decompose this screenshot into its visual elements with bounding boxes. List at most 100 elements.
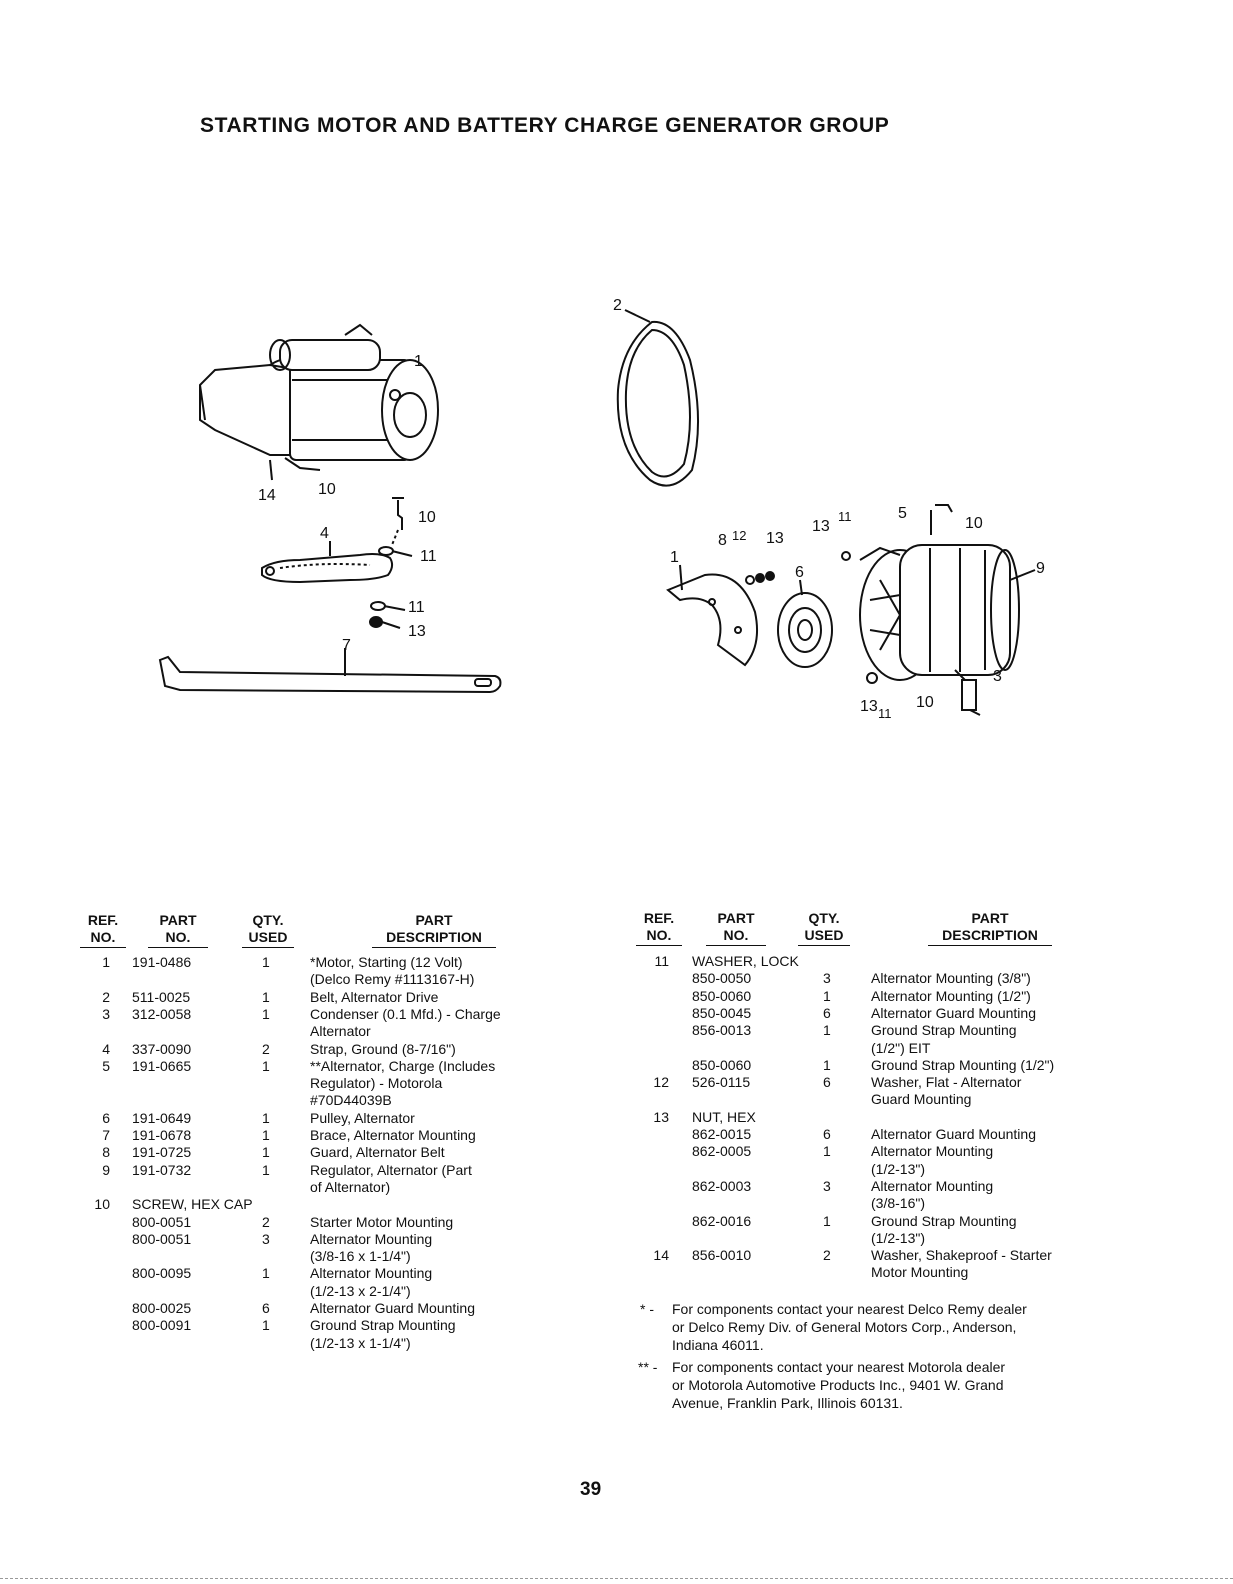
part-no-cell: 850-0050 — [692, 970, 752, 987]
svg-text:11: 11 — [838, 509, 852, 524]
qty-cell: 1 — [262, 1109, 270, 1126]
description-cell: Alternator Mounting — [310, 1265, 433, 1282]
qty-cell: 6 — [823, 1074, 831, 1091]
description-cell: #70D44039B — [310, 1092, 392, 1109]
footnote-line: For components contact your nearest Delc… — [672, 1301, 1027, 1317]
part-no-cell: 191-0732 — [132, 1161, 192, 1178]
footnote-line: or Motorola Automotive Products Inc., 94… — [672, 1377, 1004, 1393]
description-cell: (Delco Remy #1113167-H) — [310, 971, 475, 988]
description-cell: Washer, Shakeproof - Starter — [871, 1247, 1052, 1264]
part-no-cell: 856-0010 — [692, 1247, 752, 1264]
svg-text:12: 12 — [732, 528, 746, 543]
qty-cell: 1 — [262, 954, 270, 970]
qty-cell: 1 — [823, 1143, 831, 1160]
description-cell: **Alternator, Charge (Includes — [310, 1057, 496, 1074]
footnote-mark: * - — [640, 1301, 654, 1317]
description-cell: Strap, Ground (8-7/16") — [310, 1040, 456, 1057]
footnote-line: Indiana 46011. — [672, 1337, 764, 1353]
svg-text:13: 13 — [812, 518, 830, 535]
description-cell: (1/2-13 x 1-1/4") — [310, 1334, 411, 1351]
svg-text:13: 13 — [408, 623, 426, 640]
qty-cell: 1 — [262, 1317, 270, 1334]
description-cell: (1/2") EIT — [871, 1039, 931, 1056]
part-no-cell: 191-0486 — [132, 954, 192, 970]
header-qty-used-right: QTY.USED — [798, 910, 850, 946]
description-cell: Regulator, Alternator (Part — [310, 1161, 472, 1178]
svg-text:13: 13 — [766, 530, 784, 547]
qty-cell: 1 — [262, 1127, 270, 1143]
svg-text:1: 1 — [414, 353, 423, 370]
exploded-parts-diagram: 1 14 10 10 4 11 11 13 7 2 8 12 13 13 11 … — [158, 297, 1045, 721]
qty-cell: 1 — [823, 987, 831, 1004]
part-no-cell: 862-0005 — [692, 1143, 752, 1160]
part-no-cell: SCREW, HEX CAP — [132, 1196, 253, 1213]
description-cell: Pulley, Alternator — [310, 1109, 415, 1126]
description-cell: *Motor, Starting (12 Volt) — [310, 954, 463, 970]
qty-cell: 1 — [262, 1265, 270, 1282]
footnote-line: For components contact your nearest Moto… — [672, 1359, 1006, 1375]
description-cell: Alternator Guard Mounting — [871, 1004, 1036, 1021]
svg-text:6: 6 — [795, 564, 804, 581]
svg-text:10: 10 — [418, 509, 436, 526]
qty-cell: 6 — [823, 1126, 831, 1142]
part-no-cell: 800-0051 — [132, 1230, 192, 1247]
description-cell: Ground Strap Mounting — [871, 1212, 1017, 1229]
svg-text:8: 8 — [718, 532, 727, 549]
svg-text:10: 10 — [916, 694, 934, 711]
part-no-cell: 856-0013 — [692, 1022, 752, 1039]
part-no-cell: 800-0095 — [132, 1265, 192, 1282]
qty-cell: 3 — [823, 1177, 831, 1194]
ref-cell: 2 — [102, 988, 110, 1005]
page-title: STARTING MOTOR AND BATTERY CHARGE GENERA… — [200, 114, 890, 137]
ref-cell: 1 — [102, 954, 110, 970]
ref-cell: 7 — [102, 1127, 110, 1143]
ref-cell: 4 — [102, 1040, 110, 1057]
svg-text:10: 10 — [318, 481, 336, 498]
part-no-cell: WASHER, LOCK — [692, 953, 799, 969]
starting-motor-illustration — [199, 323, 439, 481]
svg-text:3: 3 — [993, 668, 1002, 685]
qty-cell: 1 — [262, 1144, 270, 1161]
page-number: 39 — [580, 1479, 602, 1500]
part-no-cell: 850-0060 — [692, 1056, 752, 1073]
description-cell: Condenser (0.1 Mfd.) - Charge — [310, 1005, 501, 1022]
ref-cell: 13 — [653, 1108, 669, 1125]
part-no-cell: 511-0025 — [132, 988, 191, 1005]
qty-cell: 6 — [823, 1004, 831, 1021]
description-cell: Brace, Alternator Mounting — [310, 1127, 476, 1143]
description-cell: Alternator Mounting — [871, 1177, 994, 1194]
ref-cell: 12 — [653, 1074, 669, 1091]
qty-cell: 3 — [262, 1230, 270, 1247]
header-qty-used: QTY.USED — [242, 912, 294, 948]
svg-text:2: 2 — [613, 297, 622, 314]
ref-cell: 14 — [653, 1247, 669, 1264]
part-no-cell: 862-0003 — [692, 1177, 752, 1194]
description-cell: Washer, Flat - Alternator — [871, 1074, 1022, 1091]
brace-illustration — [158, 648, 502, 694]
qty-cell: 1 — [823, 1022, 831, 1039]
svg-text:13: 13 — [860, 698, 878, 715]
qty-cell: 2 — [823, 1247, 831, 1264]
description-cell: Starter Motor Mounting — [310, 1213, 454, 1230]
svg-text:7: 7 — [342, 637, 351, 654]
ref-cell: 8 — [102, 1144, 110, 1161]
qty-cell: 6 — [262, 1300, 270, 1316]
description-cell: Guard Mounting — [871, 1091, 972, 1108]
part-no-cell: 337-0090 — [132, 1040, 192, 1057]
ref-cell: 11 — [654, 953, 669, 969]
description-cell: Guard, Alternator Belt — [310, 1144, 445, 1161]
qty-cell: 1 — [823, 1056, 831, 1073]
description-cell: Alternator Mounting (1/2") — [871, 987, 1031, 1004]
part-no-cell: 850-0045 — [692, 1004, 752, 1021]
description-cell: of Alternator) — [310, 1178, 391, 1195]
description-cell: (3/8-16") — [871, 1195, 925, 1212]
qty-cell: 2 — [262, 1213, 270, 1230]
part-no-cell: NUT, HEX — [692, 1108, 756, 1125]
part-no-cell: 312-0058 — [132, 1005, 192, 1022]
part-no-cell: 862-0015 — [692, 1126, 752, 1142]
description-cell: Ground Strap Mounting (1/2") — [871, 1056, 1055, 1073]
description-cell: (1/2-13 x 2-1/4") — [310, 1282, 411, 1299]
